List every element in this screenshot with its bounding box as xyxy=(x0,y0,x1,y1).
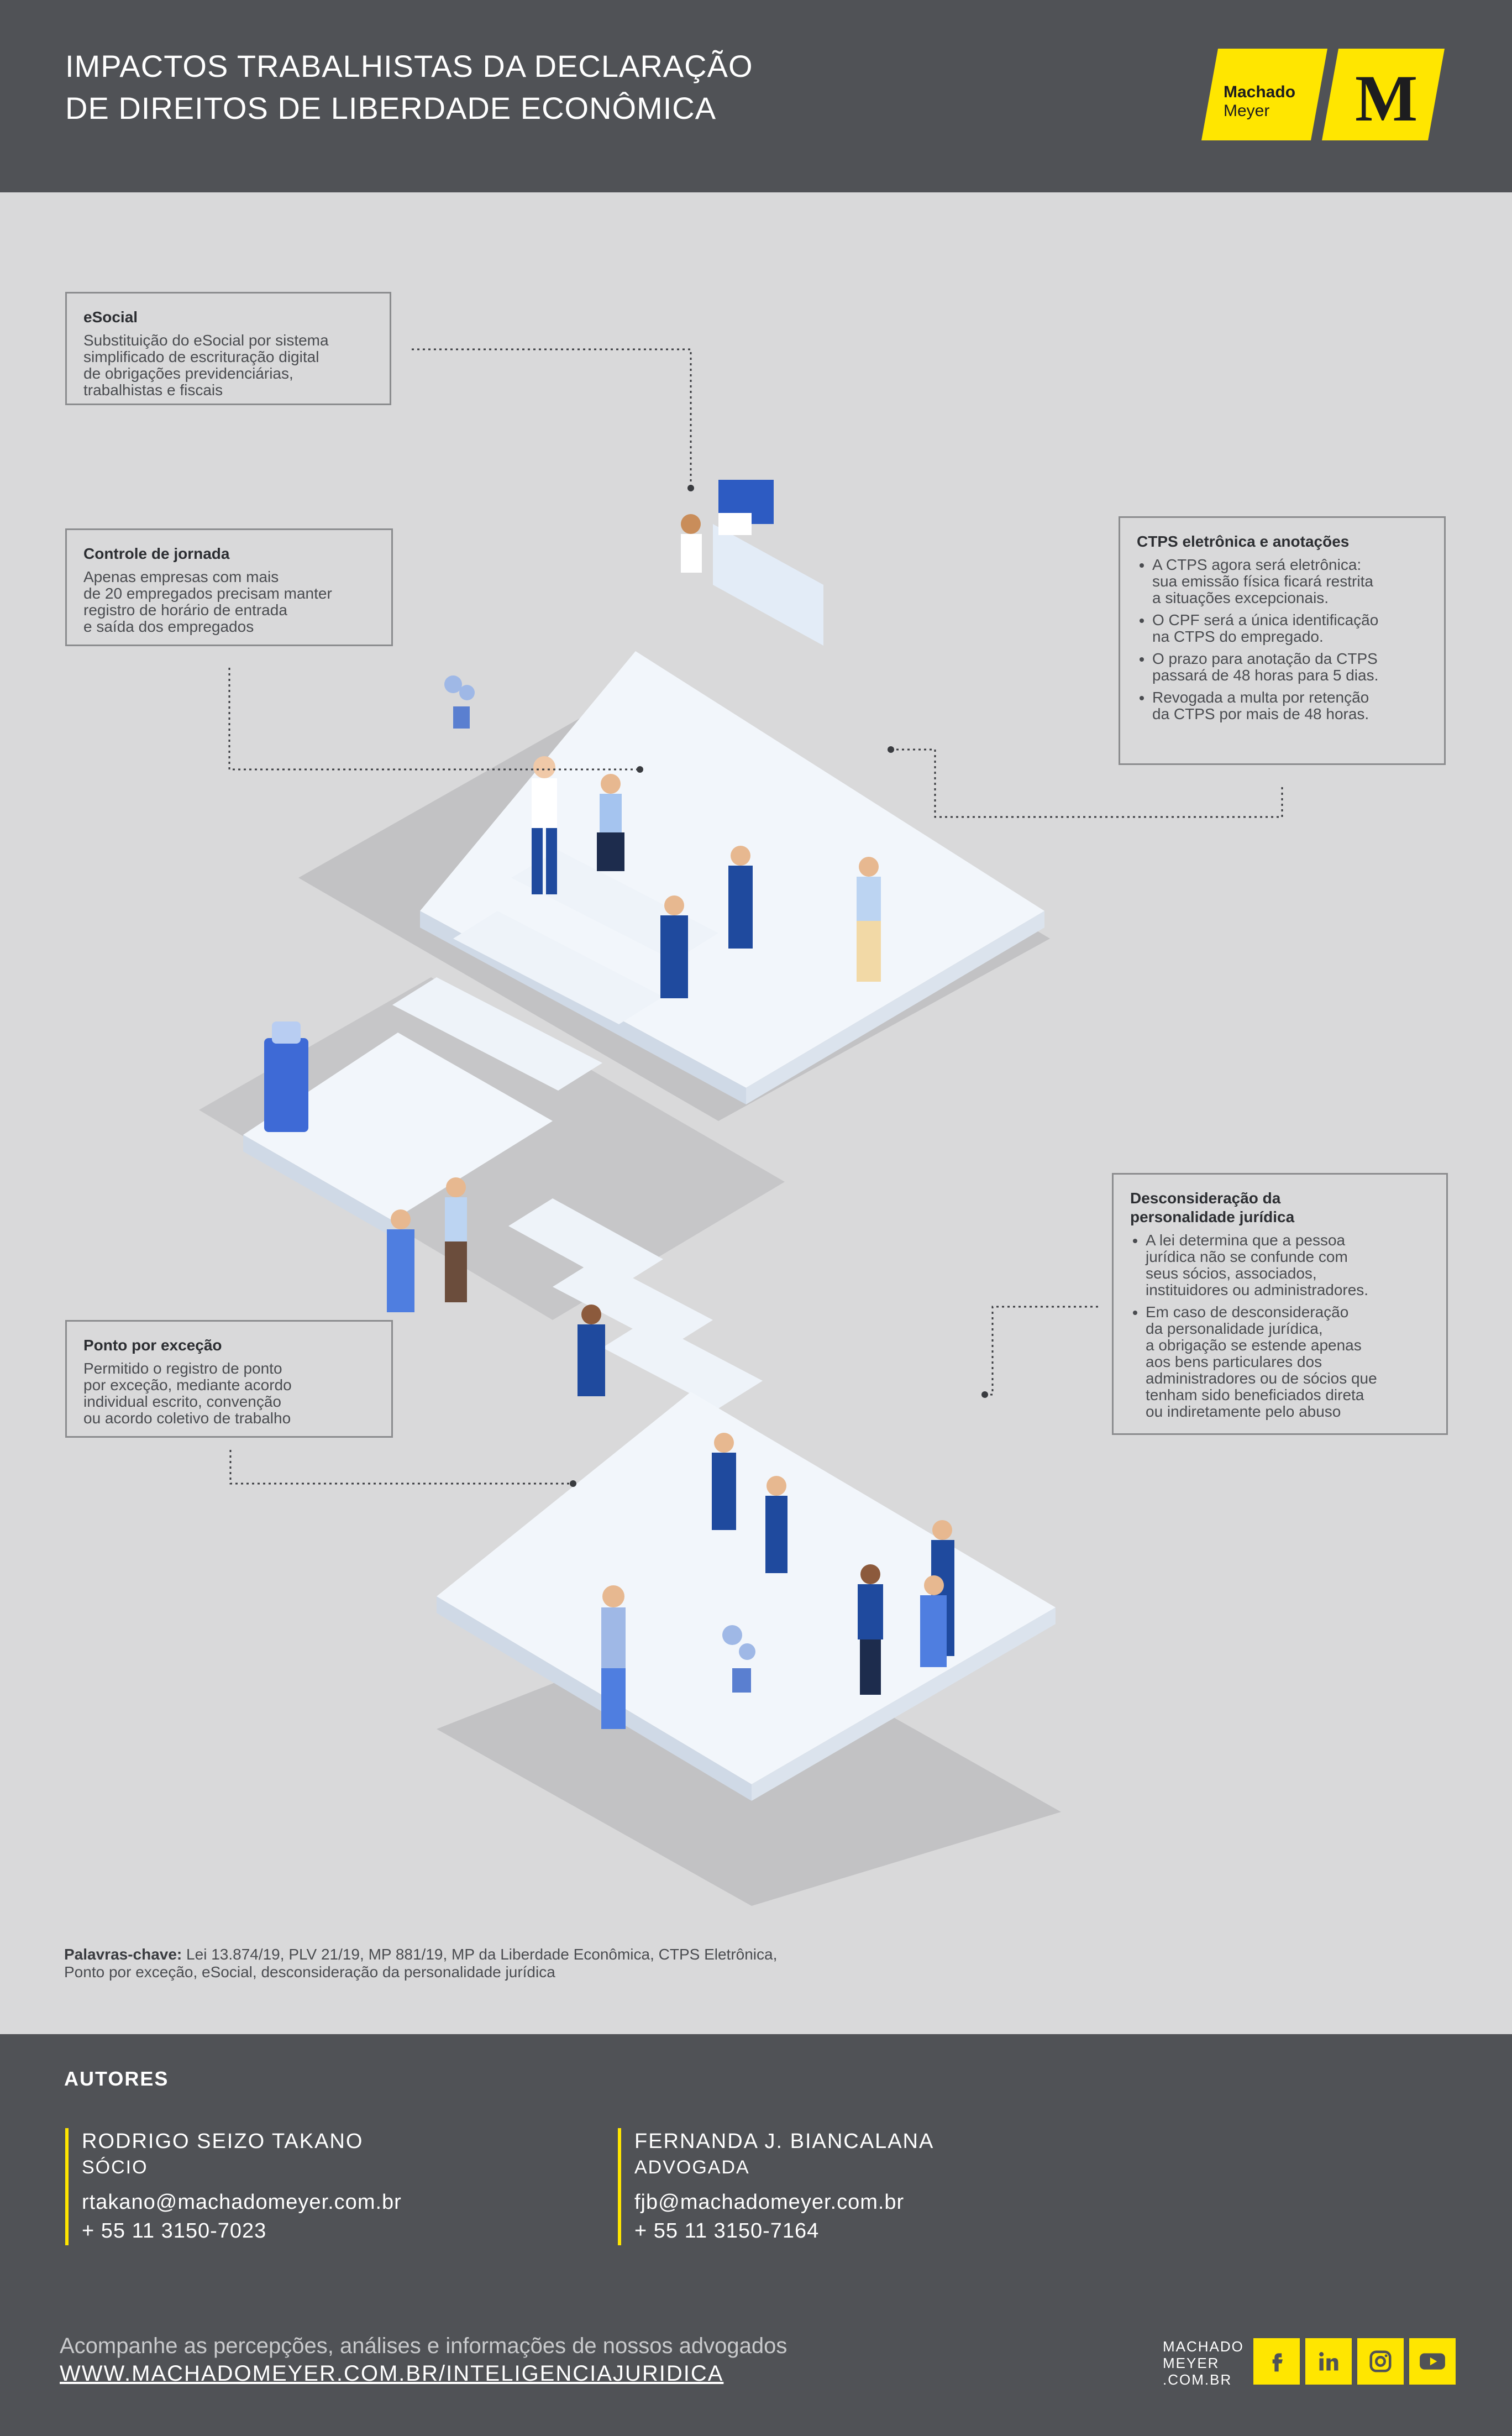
connector-esocial xyxy=(412,348,692,488)
person-phone xyxy=(857,857,881,982)
author-email[interactable]: rtakano@machadomeyer.com.br xyxy=(82,2191,402,2214)
svg-text:Machado: Machado xyxy=(1224,83,1295,101)
author-name: FERNANDA J. BIANCALANA xyxy=(634,2130,935,2153)
controle-jornada-box: Controle de jornada Apenas empresas com … xyxy=(65,528,393,646)
person-woman-2 xyxy=(660,895,688,998)
plant-bottom xyxy=(722,1625,755,1693)
bottom-platform xyxy=(437,1392,1056,1784)
controle-line: Apenas empresas com mais xyxy=(83,568,279,585)
connectors xyxy=(228,348,1283,1485)
connector-ponto xyxy=(229,1450,573,1485)
esocial-box: eSocial Substituição do eSocial por sist… xyxy=(65,292,391,405)
author-name: RODRIGO SEIZO TAKANO xyxy=(82,2130,364,2153)
ctps-list: A CTPS agora será eletrônica:sua emissão… xyxy=(1137,557,1427,722)
title-line-2: DE DIREITOS DE LIBERDADE ECONÔMICA xyxy=(65,91,717,125)
ponto-line: individual escrito, convenção xyxy=(83,1393,281,1410)
ctps-item: A CTPS agora será eletrônica:sua emissão… xyxy=(1152,557,1427,606)
svg-text:M: M xyxy=(1355,61,1418,135)
ctps-title: CTPS eletrônica e anotações xyxy=(1137,533,1350,550)
esocial-line: de obrigações previdenciárias, xyxy=(83,365,293,382)
esocial-line: simplificado de escrituração digital xyxy=(83,348,319,365)
author-phone[interactable]: + 55 11 3150-7023 xyxy=(82,2219,267,2243)
author-role: SÓCIO xyxy=(82,2157,148,2178)
ponto-excecao-box: Ponto por exceção Permitido o registro d… xyxy=(65,1320,393,1438)
website-link[interactable]: WWW.MACHADOMEYER.COM.BR/INTELIGENCIAJURI… xyxy=(60,2361,724,2386)
linkedin-icon[interactable] xyxy=(1305,2338,1352,2385)
youtube-icon[interactable] xyxy=(1409,2338,1456,2385)
controle-line: registro de horário de entrada xyxy=(83,601,287,619)
ponto-line: Permitido o registro de ponto xyxy=(83,1360,282,1377)
author-email[interactable]: fjb@machadomeyer.com.br xyxy=(634,2191,905,2214)
ctps-box: CTPS eletrônica e anotações A CTPS agora… xyxy=(1119,516,1446,765)
facebook-icon[interactable] xyxy=(1253,2338,1300,2385)
connector-controle xyxy=(228,668,640,771)
controle-line: de 20 empregados precisam manter xyxy=(83,585,332,602)
person-woman-8 xyxy=(920,1575,947,1667)
person-man-1 xyxy=(858,1564,883,1695)
person-woman-4 xyxy=(387,1209,414,1312)
middle-platform xyxy=(243,1033,553,1220)
title-line-1: IMPACTOS TRABALHISTAS DA DECLARAÇÃO xyxy=(65,49,753,83)
steps-lower xyxy=(508,1198,763,1408)
person-walking xyxy=(601,1585,626,1729)
esocial-title: eSocial xyxy=(83,308,138,326)
follow-text: Acompanhe as percepções, análises e info… xyxy=(60,2334,788,2358)
controle-line: e saída dos empregados xyxy=(83,618,254,635)
plant-top xyxy=(444,675,475,729)
infographic-canvas: eSocial Substituição do eSocial por sist… xyxy=(0,192,1512,2034)
computer-desk xyxy=(713,480,823,646)
autores-heading: AUTORES xyxy=(64,2067,169,2090)
author-card-1: RODRIGO SEIZO TAKANO SÓCIO rtakano@macha… xyxy=(65,2128,402,2245)
person-old-man xyxy=(532,756,557,894)
author-card-2: FERNANDA J. BIANCALANA ADVOGADA fjb@mach… xyxy=(618,2128,934,2245)
person-blind-man xyxy=(445,1177,467,1302)
controle-title: Controle de jornada xyxy=(83,545,230,562)
connector-desconsideracao xyxy=(985,1306,1100,1396)
ponto-title: Ponto por exceção xyxy=(83,1337,222,1354)
person-woman-7 xyxy=(765,1476,788,1573)
connector-ctps xyxy=(891,748,1283,818)
machado-meyer-site-mark: MACHADO MEYER .COM.BR xyxy=(1163,2338,1244,2388)
header: IMPACTOS TRABALHISTAS DA DECLARAÇÃO DE D… xyxy=(0,0,1512,192)
person-woman-6 xyxy=(712,1433,736,1530)
machado-meyer-logo[interactable]: Machado Meyer M xyxy=(1201,49,1445,140)
author-role: ADVOGADA xyxy=(634,2157,750,2178)
water-cooler xyxy=(264,1021,308,1132)
keywords-label: Palavras-chave: xyxy=(64,1946,182,1963)
page-title: IMPACTOS TRABALHISTAS DA DECLARAÇÃO DE D… xyxy=(65,45,753,129)
isometric-office-illustration xyxy=(199,348,1283,1906)
author-phone[interactable]: + 55 11 3150-7164 xyxy=(634,2219,820,2243)
instagram-icon[interactable] xyxy=(1357,2338,1404,2385)
person-at-desk xyxy=(681,514,702,573)
esocial-line: trabalhistas e fiscais xyxy=(83,381,223,399)
keywords: Palavras-chave: Lei 13.874/19, PLV 21/19… xyxy=(64,1946,893,1981)
esocial-line: Substituição do eSocial por sistema xyxy=(83,332,329,349)
keywords-line-1: Lei 13.874/19, PLV 21/19, MP 881/19, MP … xyxy=(186,1946,778,1963)
ponto-line: por exceção, mediante acordo xyxy=(83,1376,292,1394)
person-woman-1 xyxy=(597,774,624,871)
people xyxy=(387,514,954,1729)
person-woman-5 xyxy=(578,1305,605,1396)
svg-text:Meyer: Meyer xyxy=(1224,102,1269,120)
keywords-line-2: Ponto por exceção, eSocial, desconsidera… xyxy=(64,1963,555,1981)
ponto-line: ou acordo coletivo de trabalho xyxy=(83,1410,291,1427)
footer: AUTORES RODRIGO SEIZO TAKANO SÓCIO rtaka… xyxy=(0,2034,1512,2436)
person-woman-3 xyxy=(728,846,753,949)
